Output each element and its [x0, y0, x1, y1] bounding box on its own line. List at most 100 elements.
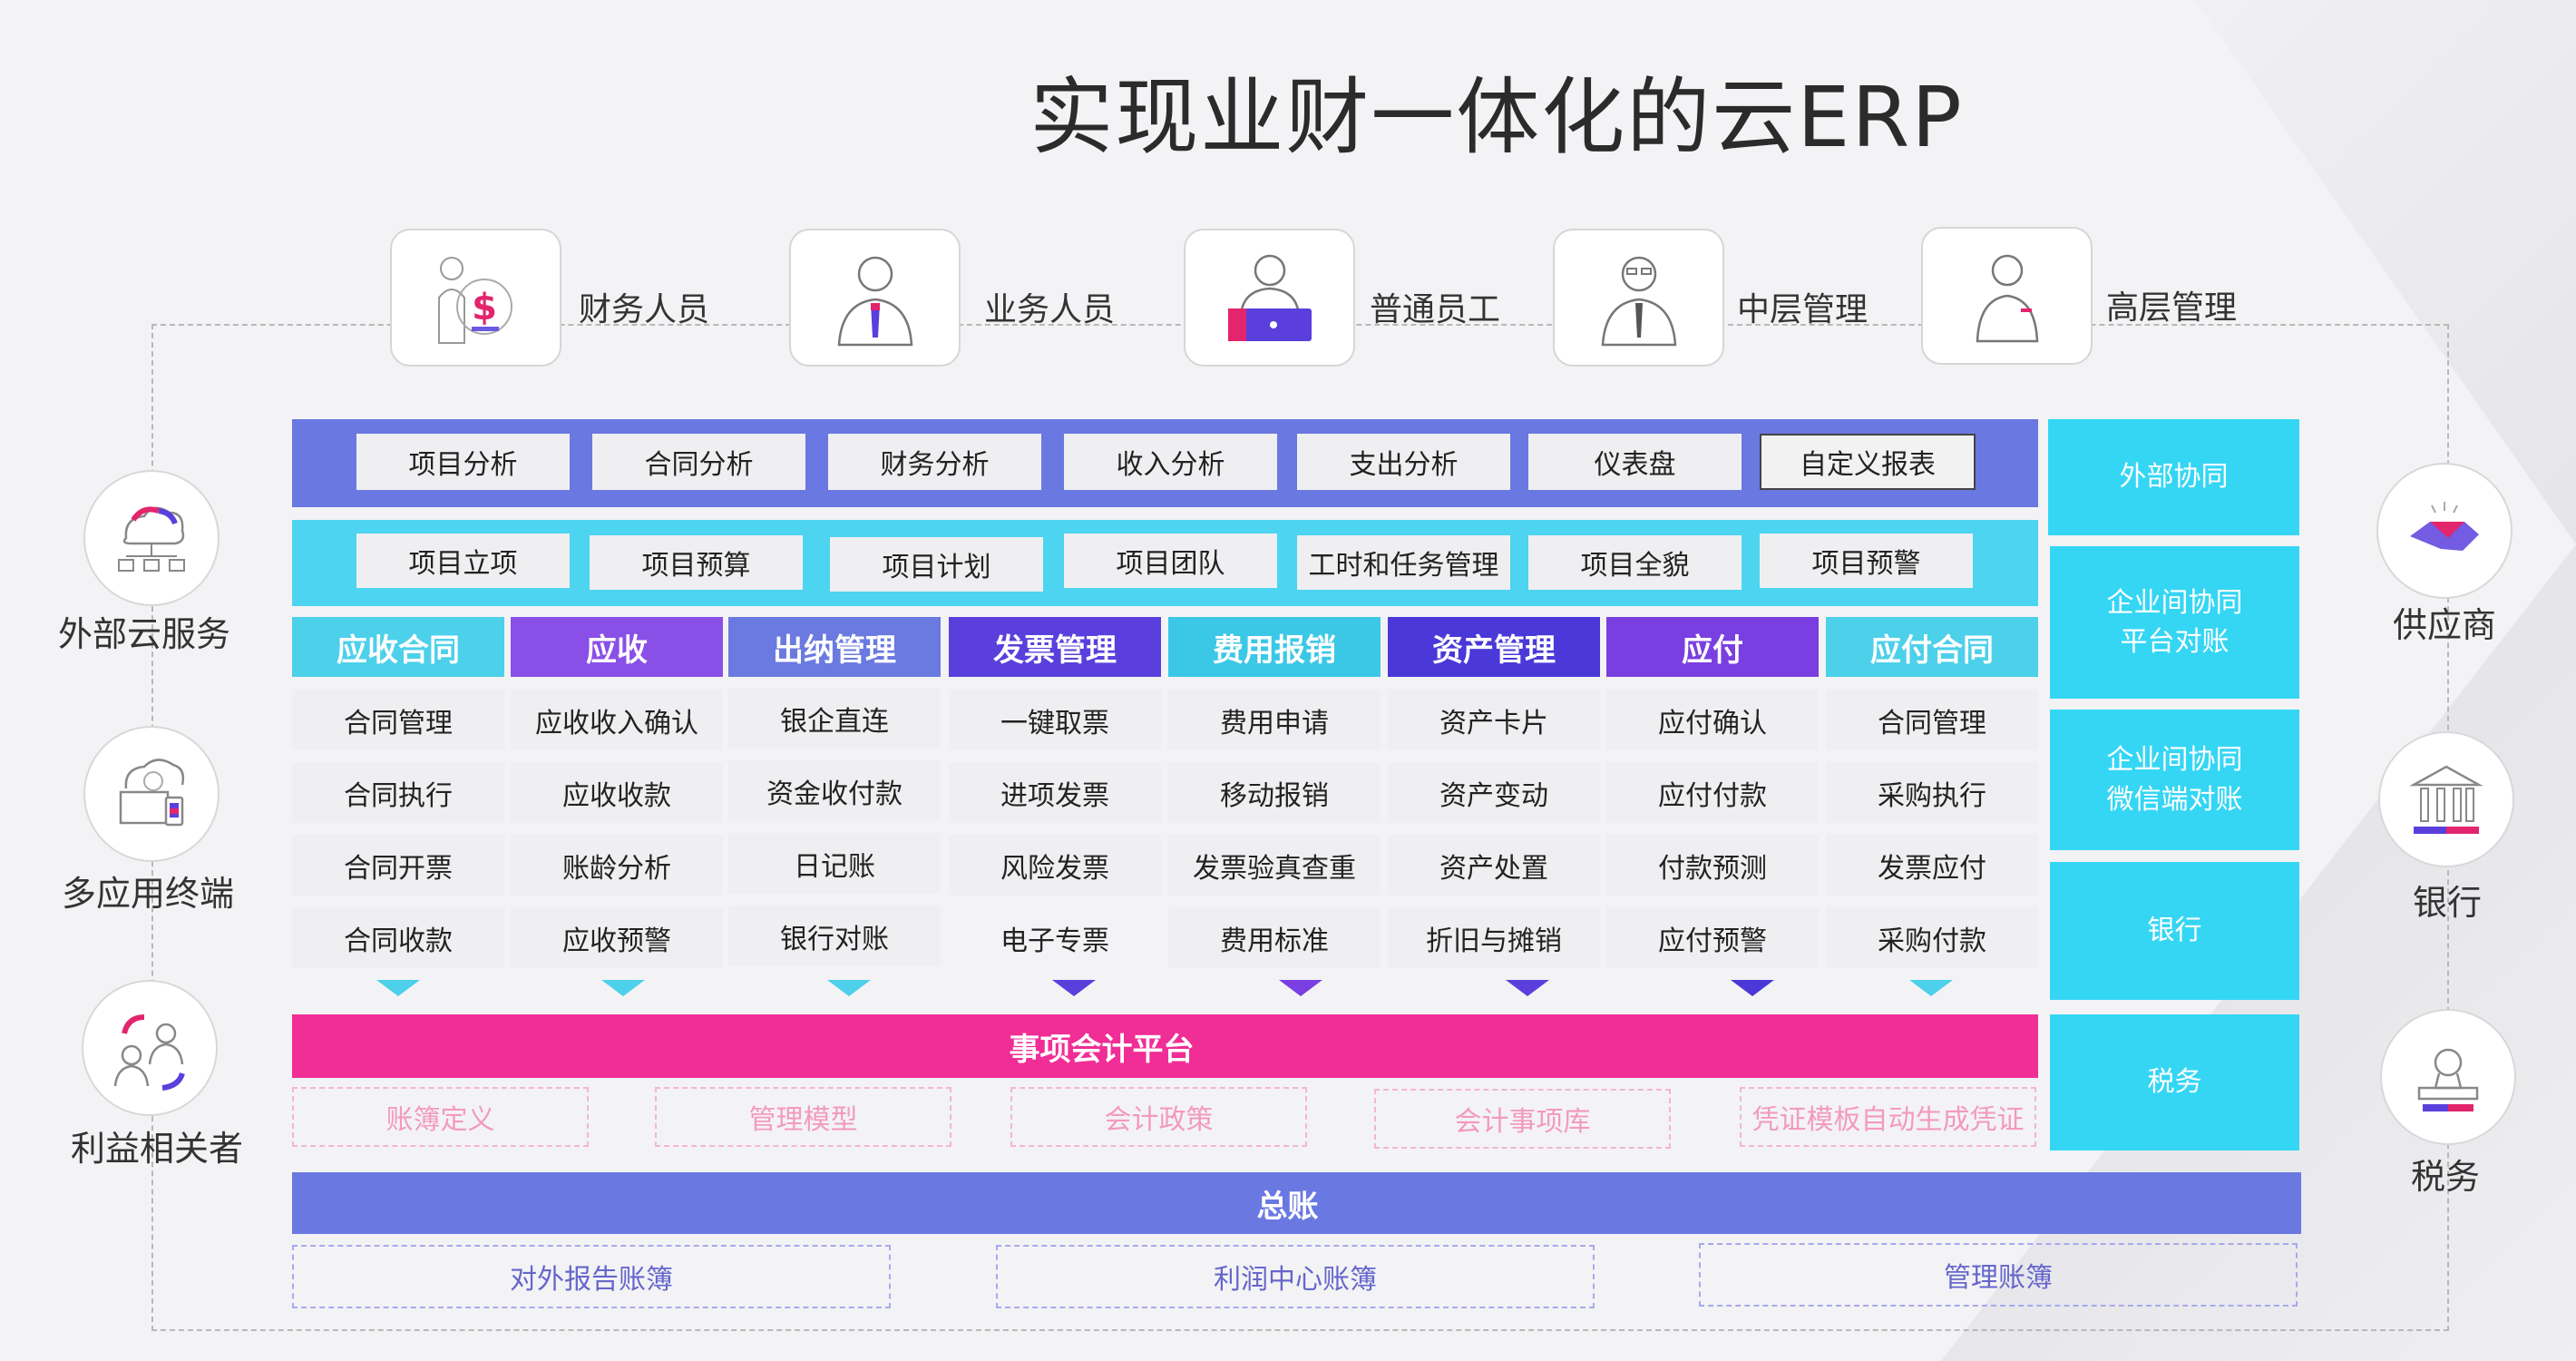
chip-project-plan[interactable]: 项目计划 [830, 537, 1043, 592]
chip-contract-analysis[interactable]: 合同分析 [592, 434, 805, 490]
module-item[interactable]: 银企直连 [728, 688, 941, 749]
module-item[interactable]: 应收预警 [511, 907, 723, 968]
module-item[interactable]: 采购付款 [1826, 907, 2038, 968]
left-label-cloud-service: 外部云服务 [58, 614, 231, 654]
chip-expense-analysis[interactable]: 支出分析 [1297, 434, 1510, 490]
bank-icon [2378, 731, 2514, 867]
module-item[interactable]: 移动报销 [1168, 762, 1381, 823]
module-item[interactable]: 账龄分析 [511, 835, 723, 896]
persona-senior-manager[interactable] [1921, 227, 2093, 365]
persona-middle-manager[interactable] [1553, 229, 1724, 367]
arrow-down-icon [1731, 980, 1774, 996]
persona-label-employee: 普通员工 [1370, 291, 1501, 328]
persona-label-middle-manager: 中层管理 [1737, 291, 1869, 328]
side-bank[interactable]: 银行 [2050, 862, 2299, 1000]
arrow-down-icon [1506, 980, 1549, 996]
module-item[interactable]: 资金收付款 [728, 760, 941, 821]
module-item[interactable]: 发票验真查重 [1168, 835, 1381, 896]
ledger-item-management[interactable]: 管理账簿 [1699, 1243, 2298, 1307]
persona-finance[interactable]: $ [390, 229, 561, 367]
module-item[interactable]: 采购执行 [1826, 762, 2038, 823]
chip-project-overview[interactable]: 项目全貌 [1528, 535, 1742, 590]
right-label-tax: 税务 [2411, 1157, 2481, 1197]
page-title: 实现业财一体化的云ERP [1029, 69, 1964, 166]
persona-business[interactable] [789, 229, 961, 367]
accounting-item-ledger-definition[interactable]: 账簿定义 [292, 1087, 589, 1147]
chip-dashboard[interactable]: 仪表盘 [1528, 434, 1742, 490]
chip-project-warning[interactable]: 项目预警 [1760, 534, 1973, 588]
accounting-platform-bar[interactable]: 事项会计平台 [292, 1014, 2038, 1078]
accounting-item-policy[interactable]: 会计政策 [1010, 1087, 1307, 1147]
arrow-down-icon [601, 980, 645, 996]
cloud-network-icon [83, 470, 220, 606]
module-item[interactable]: 合同管理 [292, 690, 504, 750]
module-item[interactable]: 资产卡片 [1388, 690, 1600, 750]
general-ledger-bar[interactable]: 总账 [292, 1172, 2301, 1234]
module-item[interactable]: 费用申请 [1168, 690, 1381, 750]
module-header-ap-contract[interactable]: 应付合同 [1826, 617, 2038, 677]
module-item[interactable]: 应收收款 [511, 762, 723, 823]
side-tax[interactable]: 税务 [2050, 1014, 2299, 1150]
module-item[interactable]: 电子专票 [1000, 925, 1109, 957]
handshake-icon [2376, 463, 2513, 599]
chip-timesheet-task[interactable]: 工时和任务管理 [1297, 535, 1510, 590]
middle-manager-icon [1553, 229, 1724, 367]
module-header-invoice[interactable]: 发票管理 [949, 617, 1161, 677]
module-header-ar-contract[interactable]: 应收合同 [292, 617, 504, 677]
chip-project-team[interactable]: 项目团队 [1064, 534, 1277, 588]
chip-project-initiation[interactable]: 项目立项 [356, 534, 570, 588]
module-item[interactable]: 合同收款 [292, 907, 504, 968]
module-item[interactable]: 日记账 [728, 833, 941, 894]
stakeholders-icon [82, 980, 218, 1116]
persona-label-senior-manager: 高层管理 [2106, 289, 2238, 327]
chip-project-budget[interactable]: 项目预算 [590, 535, 803, 590]
module-item[interactable]: 资产处置 [1388, 835, 1600, 896]
module-item[interactable]: 合同执行 [292, 762, 504, 823]
module-item[interactable]: 合同管理 [1826, 690, 2038, 750]
ledger-item-profit-center[interactable]: 利润中心账簿 [996, 1245, 1595, 1308]
module-header-asset[interactable]: 资产管理 [1388, 617, 1600, 677]
side-platform-reconciliation[interactable]: 企业间协同 平台对账 [2050, 546, 2299, 699]
module-item[interactable]: 风险发票 [949, 835, 1161, 896]
module-item[interactable]: 一键取票 [949, 690, 1161, 750]
module-item[interactable]: 应付预警 [1606, 907, 1819, 968]
side-external-collaboration[interactable]: 外部协同 [2048, 419, 2299, 535]
right-label-bank: 银行 [2413, 883, 2483, 923]
side-wechat-reconciliation[interactable]: 企业间协同 微信端对账 [2050, 710, 2299, 850]
accounting-item-event-library[interactable]: 会计事项库 [1374, 1089, 1671, 1149]
module-item[interactable]: 发票应付 [1826, 835, 2038, 896]
right-label-supplier: 供应商 [2393, 605, 2497, 645]
ledger-item-external-report[interactable]: 对外报告账簿 [292, 1245, 891, 1308]
tax-stamp-icon [2380, 1009, 2516, 1145]
module-item[interactable]: 应付确认 [1606, 690, 1819, 750]
module-item[interactable]: 应收收入确认 [511, 690, 723, 750]
module-item[interactable]: 合同开票 [292, 835, 504, 896]
module-item[interactable]: 折旧与摊销 [1388, 907, 1600, 968]
chip-income-analysis[interactable]: 收入分析 [1064, 434, 1277, 490]
persona-label-finance: 财务人员 [579, 291, 710, 328]
arrow-down-icon [1052, 980, 1096, 996]
left-label-stakeholders: 利益相关者 [71, 1129, 244, 1169]
module-item[interactable]: 资产变动 [1388, 762, 1600, 823]
module-header-expense[interactable]: 费用报销 [1168, 617, 1381, 677]
module-item[interactable]: 付款预测 [1606, 835, 1819, 896]
left-label-multi-terminal: 多应用终端 [62, 874, 235, 914]
chip-custom-report[interactable]: 自定义报表 [1760, 434, 1976, 490]
module-item[interactable]: 应付付款 [1606, 762, 1819, 823]
module-item[interactable]: 进项发票 [949, 762, 1161, 823]
module-item[interactable]: 银行对账 [728, 906, 941, 966]
module-header-ar[interactable]: 应收 [511, 617, 723, 677]
module-header-ap[interactable]: 应付 [1606, 617, 1819, 677]
persona-label-business: 业务人员 [984, 291, 1116, 328]
arrow-down-icon [827, 980, 871, 996]
accounting-item-management-model[interactable]: 管理模型 [655, 1087, 951, 1147]
finance-person-icon: $ [390, 229, 561, 367]
chip-finance-analysis[interactable]: 财务分析 [828, 434, 1041, 490]
accounting-item-voucher-template[interactable]: 凭证模板自动生成凭证 [1740, 1087, 2036, 1147]
senior-manager-icon [1921, 227, 2093, 365]
module-item[interactable]: 费用标准 [1168, 907, 1381, 968]
module-header-cashier[interactable]: 出纳管理 [728, 617, 941, 677]
svg-text:$: $ [472, 287, 497, 328]
chip-project-analysis[interactable]: 项目分析 [356, 434, 570, 490]
persona-employee[interactable] [1184, 229, 1355, 367]
